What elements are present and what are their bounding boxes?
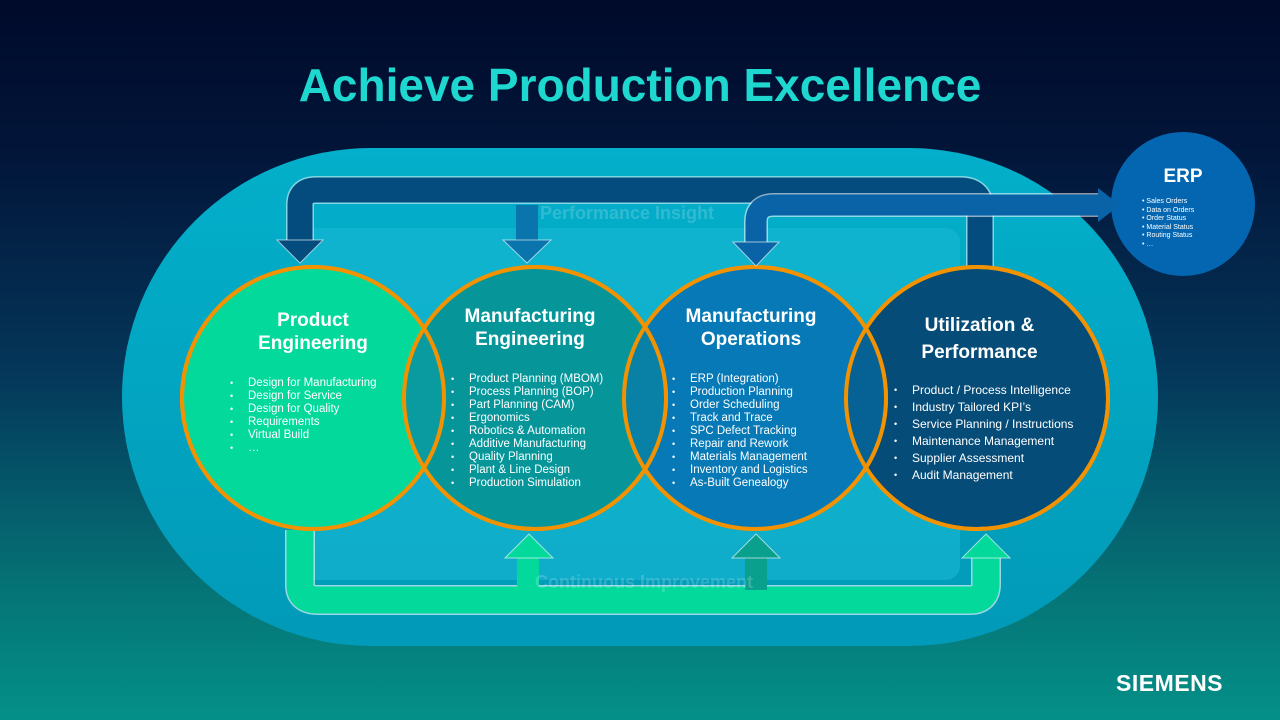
list-item: Material Status — [1142, 224, 1194, 233]
siemens-logo: SIEMENS — [1116, 670, 1224, 696]
list-item: Maintenance Management — [892, 433, 1082, 450]
list-item: SPC Defect Tracking — [670, 425, 840, 438]
list-item: Part Planning (CAM) — [449, 399, 619, 412]
list-item: Track and Trace — [670, 412, 840, 425]
product-engineering-list: Design for Manufacturing Design for Serv… — [228, 377, 398, 455]
list-item: Order Scheduling — [670, 399, 840, 412]
page-title: Achieve Production Excellence — [298, 59, 982, 111]
list-item: Inventory and Logistics — [670, 464, 840, 477]
list-item: Product Planning (MBOM) — [449, 373, 619, 386]
list-item: Materials Management — [670, 451, 840, 464]
manufacturing-engineering-content: Manufacturing Engineering Product Planni… — [449, 305, 619, 490]
list-item: Data on Orders — [1142, 207, 1194, 216]
utilization-performance-list: Product / Process Intelligence Industry … — [892, 382, 1082, 484]
list-item: ERP (Integration) — [670, 373, 840, 386]
list-item: Repair and Rework — [670, 438, 840, 451]
list-item: Requirements — [228, 416, 398, 429]
erp-list: Sales Orders Data on Orders Order Status… — [1142, 198, 1194, 249]
list-item: Routing Status — [1142, 232, 1194, 241]
manufacturing-operations-title: Manufacturing Operations — [685, 306, 817, 350]
list-item: Audit Management — [892, 467, 1082, 484]
manufacturing-operations-list: ERP (Integration) Production Planning Or… — [670, 373, 840, 490]
list-item: Design for Manufacturing — [228, 377, 398, 390]
top-branch-arrow-engineering — [501, 205, 553, 264]
list-item: Virtual Build — [228, 429, 398, 442]
list-item: Production Simulation — [449, 477, 619, 490]
list-item: Design for Service — [228, 390, 398, 403]
list-item: Plant & Line Design — [449, 464, 619, 477]
list-item: Production Planning — [670, 386, 840, 399]
list-item: Additive Manufacturing — [449, 438, 619, 451]
list-item: Design for Quality — [228, 403, 398, 416]
bottom-improvement-arrow — [285, 530, 1012, 615]
bottom-branch-arrow-operations — [730, 533, 782, 590]
erp-title: ERP — [1163, 166, 1203, 187]
manufacturing-engineering-list: Product Planning (MBOM) Process Planning… — [449, 373, 619, 490]
list-item: Process Planning (BOP) — [449, 386, 619, 399]
product-engineering-content: Product Engineering Design for Manufactu… — [228, 309, 398, 455]
list-item: … — [1142, 241, 1194, 250]
bottom-branch-arrow-engineering — [503, 533, 555, 592]
bottom-loop-label: Continuous Improvement — [535, 572, 754, 592]
erp-integration-arrow — [731, 188, 1120, 267]
list-item: As-Built Genealogy — [670, 477, 840, 490]
manufacturing-engineering-title: Manufacturing Engineering — [464, 306, 596, 350]
list-item: … — [228, 442, 398, 455]
list-item: Product / Process Intelligence — [892, 382, 1082, 399]
top-loop-label: Performance Insight — [540, 203, 715, 223]
product-engineering-title: Product Engineering — [258, 310, 368, 354]
list-item: Sales Orders — [1142, 198, 1194, 207]
manufacturing-operations-content: Manufacturing Operations ERP (Integratio… — [670, 305, 840, 490]
list-item: Robotics & Automation — [449, 425, 619, 438]
list-item: Order Status — [1142, 215, 1194, 224]
list-item: Quality Planning — [449, 451, 619, 464]
list-item: Industry Tailored KPI’s — [892, 399, 1082, 416]
list-item: Supplier Assessment — [892, 450, 1082, 467]
list-item: Ergonomics — [449, 412, 619, 425]
utilization-performance-content: Utilization & Performance Product / Proc… — [892, 312, 1082, 484]
utilization-performance-title: Utilization & Performance — [921, 315, 1038, 363]
list-item: Service Planning / Instructions — [892, 416, 1082, 433]
